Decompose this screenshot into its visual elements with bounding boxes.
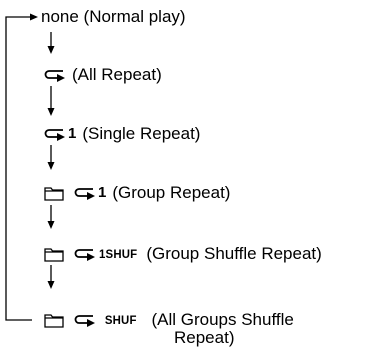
- mode-group-repeat: 1 (Group Repeat): [44, 183, 230, 203]
- mode-label: (Group Repeat): [112, 183, 231, 202]
- repeat-icon: [44, 70, 65, 82]
- mode-normal-play: none (Normal play): [41, 7, 186, 27]
- mode-label: (Single Repeat): [82, 124, 201, 143]
- folder-icon: [44, 313, 64, 328]
- shuffle-indicator: SHUF: [104, 313, 137, 327]
- mode-label-line1: (All Groups Shuffle: [151, 310, 294, 329]
- loop-back-arrowhead: [30, 13, 38, 21]
- repeat-icon: [74, 188, 95, 200]
- single-indicator: 1: [68, 125, 77, 142]
- mode-label: none (Normal play): [41, 7, 186, 26]
- mode-group-shuffle-repeat: 1SHUF (Group Shuffle Repeat): [44, 244, 322, 264]
- single-indicator: 1: [98, 184, 107, 201]
- shuffle-indicator: 1SHUF: [99, 247, 138, 261]
- repeat-icon: [74, 249, 95, 261]
- repeat-icon: [44, 129, 65, 141]
- loop-back-arrow: [5, 16, 32, 321]
- mode-all-groups-shuffle-repeat: SHUF (All Groups Shuffle: [44, 310, 294, 330]
- mode-all-repeat: (All Repeat): [44, 65, 162, 85]
- folder-icon: [44, 186, 64, 201]
- folder-icon: [44, 247, 64, 262]
- repeat-icon: [74, 315, 95, 327]
- mode-label: (Group Shuffle Repeat): [146, 244, 322, 263]
- mode-single-repeat: 1 (Single Repeat): [44, 124, 200, 144]
- mode-label: (All Repeat): [72, 65, 162, 84]
- mode-label-line2: Repeat): [174, 328, 235, 347]
